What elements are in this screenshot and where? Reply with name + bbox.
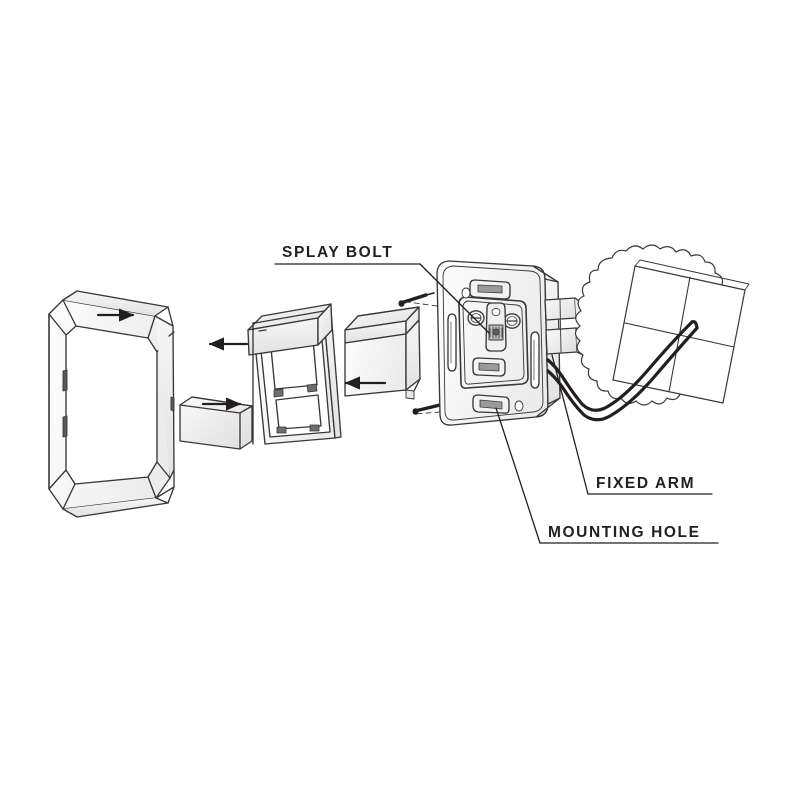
mounting-hole-right <box>530 331 540 389</box>
label-fixed-arm: FIXED ARM <box>596 475 696 492</box>
label-leaders <box>274 263 719 544</box>
wall-box-part <box>574 244 750 406</box>
rocker-block-part <box>344 306 421 400</box>
mounting-plate-part <box>399 260 586 426</box>
assembly-arrows <box>96 308 387 411</box>
switch-module-part <box>247 303 342 445</box>
label-mounting-hole: MOUNTING HOLE <box>548 524 701 541</box>
top-tab-slot <box>461 279 511 300</box>
face-plate-part <box>48 290 175 518</box>
bottom-tab-slot <box>472 357 506 377</box>
label-splay-bolt: SPLAY BOLT <box>282 244 394 261</box>
center-terminal-part <box>485 302 507 352</box>
wires-part <box>546 320 699 422</box>
bottom-outer-tab <box>472 394 524 414</box>
splay-bolt-upper-part <box>398 292 435 307</box>
screw-hole-right-icon <box>503 313 521 329</box>
mounting-hole-left <box>447 313 457 372</box>
screw-hole-left-icon <box>467 310 485 326</box>
